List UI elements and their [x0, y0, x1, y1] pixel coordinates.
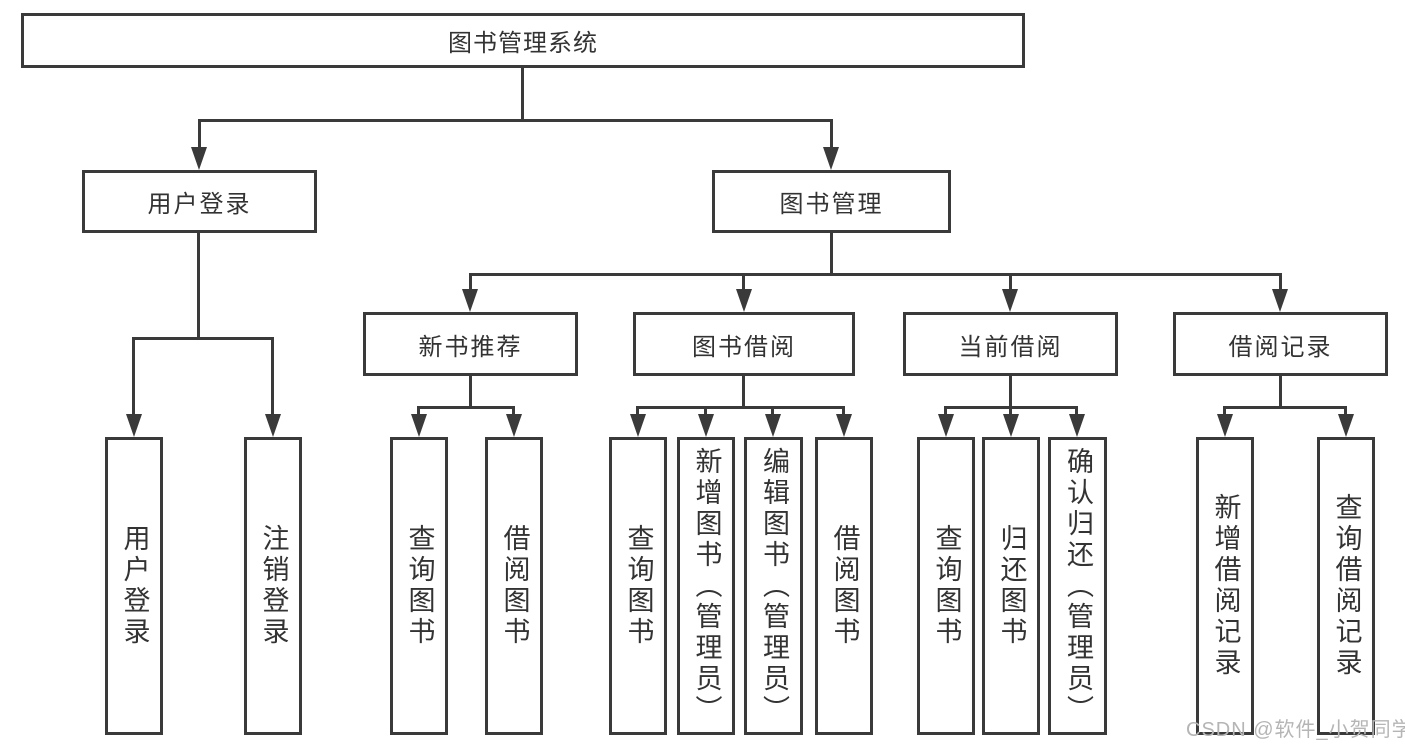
leaf-current-query-books: 查询图书 [917, 437, 975, 735]
node-book-management: 图书管理 [712, 170, 951, 233]
arrow-down-icon [411, 414, 427, 437]
arrow-down-icon [765, 414, 781, 437]
leaf-records-add-record-label: 新增借阅记录 [1210, 493, 1241, 679]
node-user-login: 用户登录 [82, 170, 317, 233]
connector-line [704, 406, 707, 416]
connector-line [271, 337, 274, 417]
leaf-borrowing-edit-books-admin: 编辑图书（管理员） [744, 437, 803, 735]
leaf-records-query-record-label: 查询借阅记录 [1331, 493, 1362, 679]
leaf-borrowing-add-books-admin: 新增图书（管理员） [677, 437, 735, 735]
arrow-down-icon [938, 414, 954, 437]
leaf-recommend-borrow-books: 借阅图书 [485, 437, 543, 735]
arrow-down-icon [265, 414, 281, 437]
connector-line [944, 406, 947, 416]
connector-line [1009, 376, 1012, 406]
connector-line [469, 376, 472, 406]
node-borrowing-records: 借阅记录 [1173, 312, 1388, 376]
connector-line [742, 376, 745, 406]
arrow-down-icon [126, 414, 142, 437]
leaf-current-confirm-return-admin-label: 确认归还（管理员） [1063, 446, 1093, 726]
connector-line [469, 273, 1282, 276]
connector-line [1009, 273, 1012, 292]
leaf-user-login: 用户登录 [105, 437, 163, 735]
connector-line [636, 406, 639, 416]
arrow-down-icon [836, 414, 852, 437]
leaf-borrowing-borrow-books-label: 借阅图书 [829, 524, 860, 648]
arrow-down-icon [1272, 289, 1288, 312]
node-new-book-recommend: 新书推荐 [363, 312, 578, 376]
node-book-management-label: 图书管理 [779, 191, 884, 218]
connector-line [1279, 376, 1282, 406]
connector-line [1344, 406, 1347, 416]
leaf-borrowing-query-books: 查询图书 [609, 437, 667, 735]
node-user-login-label: 用户登录 [147, 191, 252, 218]
connector-line [830, 233, 833, 273]
connector-line [512, 406, 515, 416]
leaf-logout-label: 注销登录 [258, 524, 289, 648]
leaf-borrowing-query-books-label: 查询图书 [623, 524, 654, 648]
leaf-recommend-query-books-label: 查询图书 [404, 524, 435, 648]
connector-line [636, 406, 845, 409]
connector-line [1009, 406, 1012, 416]
leaf-current-confirm-return-admin: 确认归还（管理员） [1048, 437, 1107, 735]
node-book-borrowing-label: 图书借阅 [692, 333, 796, 361]
connector-line [197, 233, 200, 337]
connector-line [771, 406, 774, 416]
connector-line [198, 119, 833, 122]
csdn-watermark: CSDN @软件_小贺同学 [1186, 719, 1405, 741]
connector-line [742, 273, 745, 292]
connector-line [417, 406, 515, 409]
leaf-recommend-query-books: 查询图书 [390, 437, 448, 735]
arrow-down-icon [1003, 414, 1019, 437]
node-current-borrowing: 当前借阅 [903, 312, 1118, 376]
arrow-down-icon [506, 414, 522, 437]
connector-line [132, 337, 135, 417]
connector-line [1075, 406, 1078, 416]
node-current-borrowing-label: 当前借阅 [958, 333, 1063, 361]
arrow-down-icon [1217, 414, 1233, 437]
arrow-down-icon [462, 289, 478, 312]
connector-line [417, 406, 420, 416]
connector-line [830, 119, 833, 150]
arrow-down-icon [698, 414, 714, 437]
node-root-label: 图书管理系统 [448, 30, 598, 57]
leaf-user-login-label: 用户登录 [119, 524, 150, 648]
connector-line [469, 273, 472, 292]
node-root: 图书管理系统 [21, 13, 1025, 68]
connector-line [1223, 406, 1347, 409]
leaf-borrowing-borrow-books: 借阅图书 [815, 437, 873, 735]
arrow-down-icon [1338, 414, 1354, 437]
connector-line [1279, 273, 1282, 292]
leaf-logout: 注销登录 [244, 437, 302, 735]
node-borrowing-records-label: 借阅记录 [1228, 333, 1333, 361]
connector-line [198, 119, 201, 150]
leaf-records-query-record: 查询借阅记录 [1317, 437, 1375, 735]
connector-line [521, 68, 524, 122]
node-new-book-recommend-label: 新书推荐 [418, 333, 523, 361]
arrow-down-icon [736, 289, 752, 312]
leaf-records-add-record: 新增借阅记录 [1196, 437, 1254, 735]
connector-line [842, 406, 845, 416]
leaf-recommend-borrow-books-label: 借阅图书 [499, 524, 530, 648]
node-book-borrowing: 图书借阅 [633, 312, 855, 376]
connector-line [132, 337, 274, 340]
arrow-down-icon [823, 147, 839, 170]
arrow-down-icon [1069, 414, 1085, 437]
leaf-borrowing-edit-books-admin-label: 编辑图书（管理员） [759, 446, 789, 726]
leaf-borrowing-add-books-admin-label: 新增图书（管理员） [691, 446, 722, 726]
leaf-current-query-books-label: 查询图书 [931, 524, 962, 648]
leaf-current-return-books: 归还图书 [982, 437, 1040, 735]
arrow-down-icon [630, 414, 646, 437]
arrow-down-icon [1002, 289, 1018, 312]
arrow-down-icon [191, 147, 207, 170]
connector-line [1223, 406, 1226, 416]
leaf-current-return-books-label: 归还图书 [996, 524, 1027, 648]
